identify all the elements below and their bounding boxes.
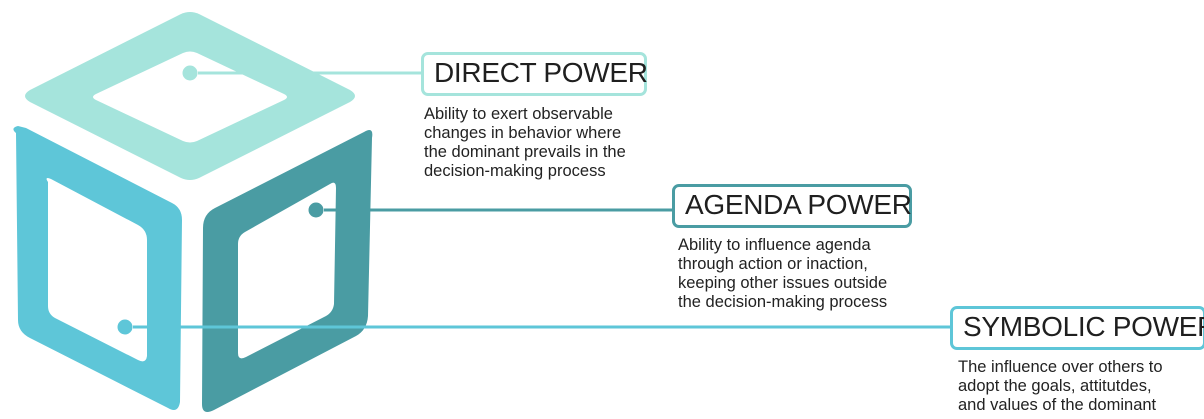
direct-power-title-text: DIRECT POWER (434, 57, 648, 88)
direct-power-description: Ability to exert observable changes in b… (424, 105, 626, 181)
symbolic-power-dot (114, 316, 136, 338)
agenda-power-description: Ability to influence agenda through acti… (678, 236, 887, 312)
direct-desc-line: Ability to exert observable (424, 105, 613, 123)
direct-desc-line: changes in behavior where (424, 124, 622, 142)
symbolic-desc-line: and values of the dominant (958, 396, 1157, 414)
agenda-desc-line: through action or inaction, (678, 255, 868, 273)
cube-right-face-window (238, 182, 336, 359)
symbolic-desc-line: adopt the goals, attitutdes, (958, 377, 1152, 395)
direct-power-title: DIRECT POWER (421, 52, 648, 96)
symbolic-power-title: SYMBOLIC POWER (950, 306, 1204, 350)
direct-desc-line: decision-making process (424, 162, 606, 180)
agenda-desc-line: keeping other issues outside (678, 274, 888, 292)
cube-left-face-window (46, 178, 147, 362)
symbolic-desc-line: The influence over others to (958, 358, 1163, 376)
agenda-power-dot (305, 199, 327, 221)
symbolic-power-title-text: SYMBOLIC POWER (963, 311, 1204, 342)
agenda-desc-line: Ability to influence agenda (678, 236, 871, 254)
direct-power-dot (179, 62, 201, 84)
agenda-power-title: AGENDA POWER (672, 184, 912, 228)
agenda-power-title-text: AGENDA POWER (685, 189, 912, 220)
symbolic-power-description: The influence over others to adopt the g… (958, 358, 1163, 415)
agenda-desc-line: the decision-making process (678, 293, 888, 311)
direct-desc-line: the dominant prevails in the (424, 143, 626, 161)
